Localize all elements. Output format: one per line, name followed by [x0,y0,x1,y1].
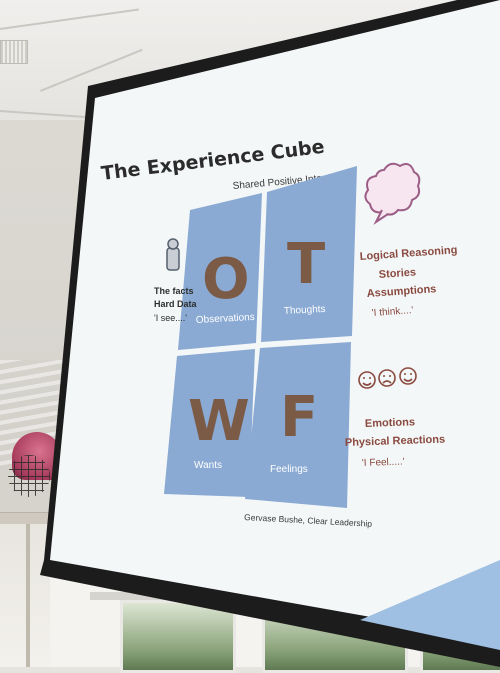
cube-word-thoughts: Thoughts [284,304,326,317]
cube-letter-f: F [280,385,318,450]
cube-word-feelings: Feelings [270,464,308,475]
cube-word-observations: Observations [196,312,255,326]
helmet-cage [8,455,50,497]
lightbulb-icon [166,238,180,271]
right-note-i-think: 'I think....' [371,305,413,319]
cube-letter-o: O [202,247,250,312]
left-note-i-see: 'I see....' [154,313,187,323]
cube-face-thoughts [261,166,357,342]
right-note-emotions: Emotions [365,416,416,430]
cabinet-edge [26,524,30,667]
right-note-i-feel: 'I Feel.....' [362,457,405,469]
frown-face-icon [378,369,396,387]
cube-letter-t: T [287,232,325,297]
cube-letter-w: W [188,389,250,454]
cube-face-observations [178,193,262,350]
cube-face-feelings [245,342,351,508]
right-note-stories: Stories [378,266,416,281]
left-note-hard-data: Hard Data [154,299,198,309]
right-note-physical-reactions: Physical Reactions [345,434,446,449]
cube-word-wants: Wants [194,460,222,471]
cube-face-wants [164,349,255,497]
smile-face-icon [358,371,376,389]
thought-bubble-icon [364,162,421,225]
left-note-facts: The facts [154,286,194,296]
right-note-assumptions: Assumptions [366,283,436,300]
ceiling-vent [0,40,28,64]
slide-corner-stripe [360,560,500,650]
window-pane [120,600,236,673]
smile-face-icon [399,367,417,385]
